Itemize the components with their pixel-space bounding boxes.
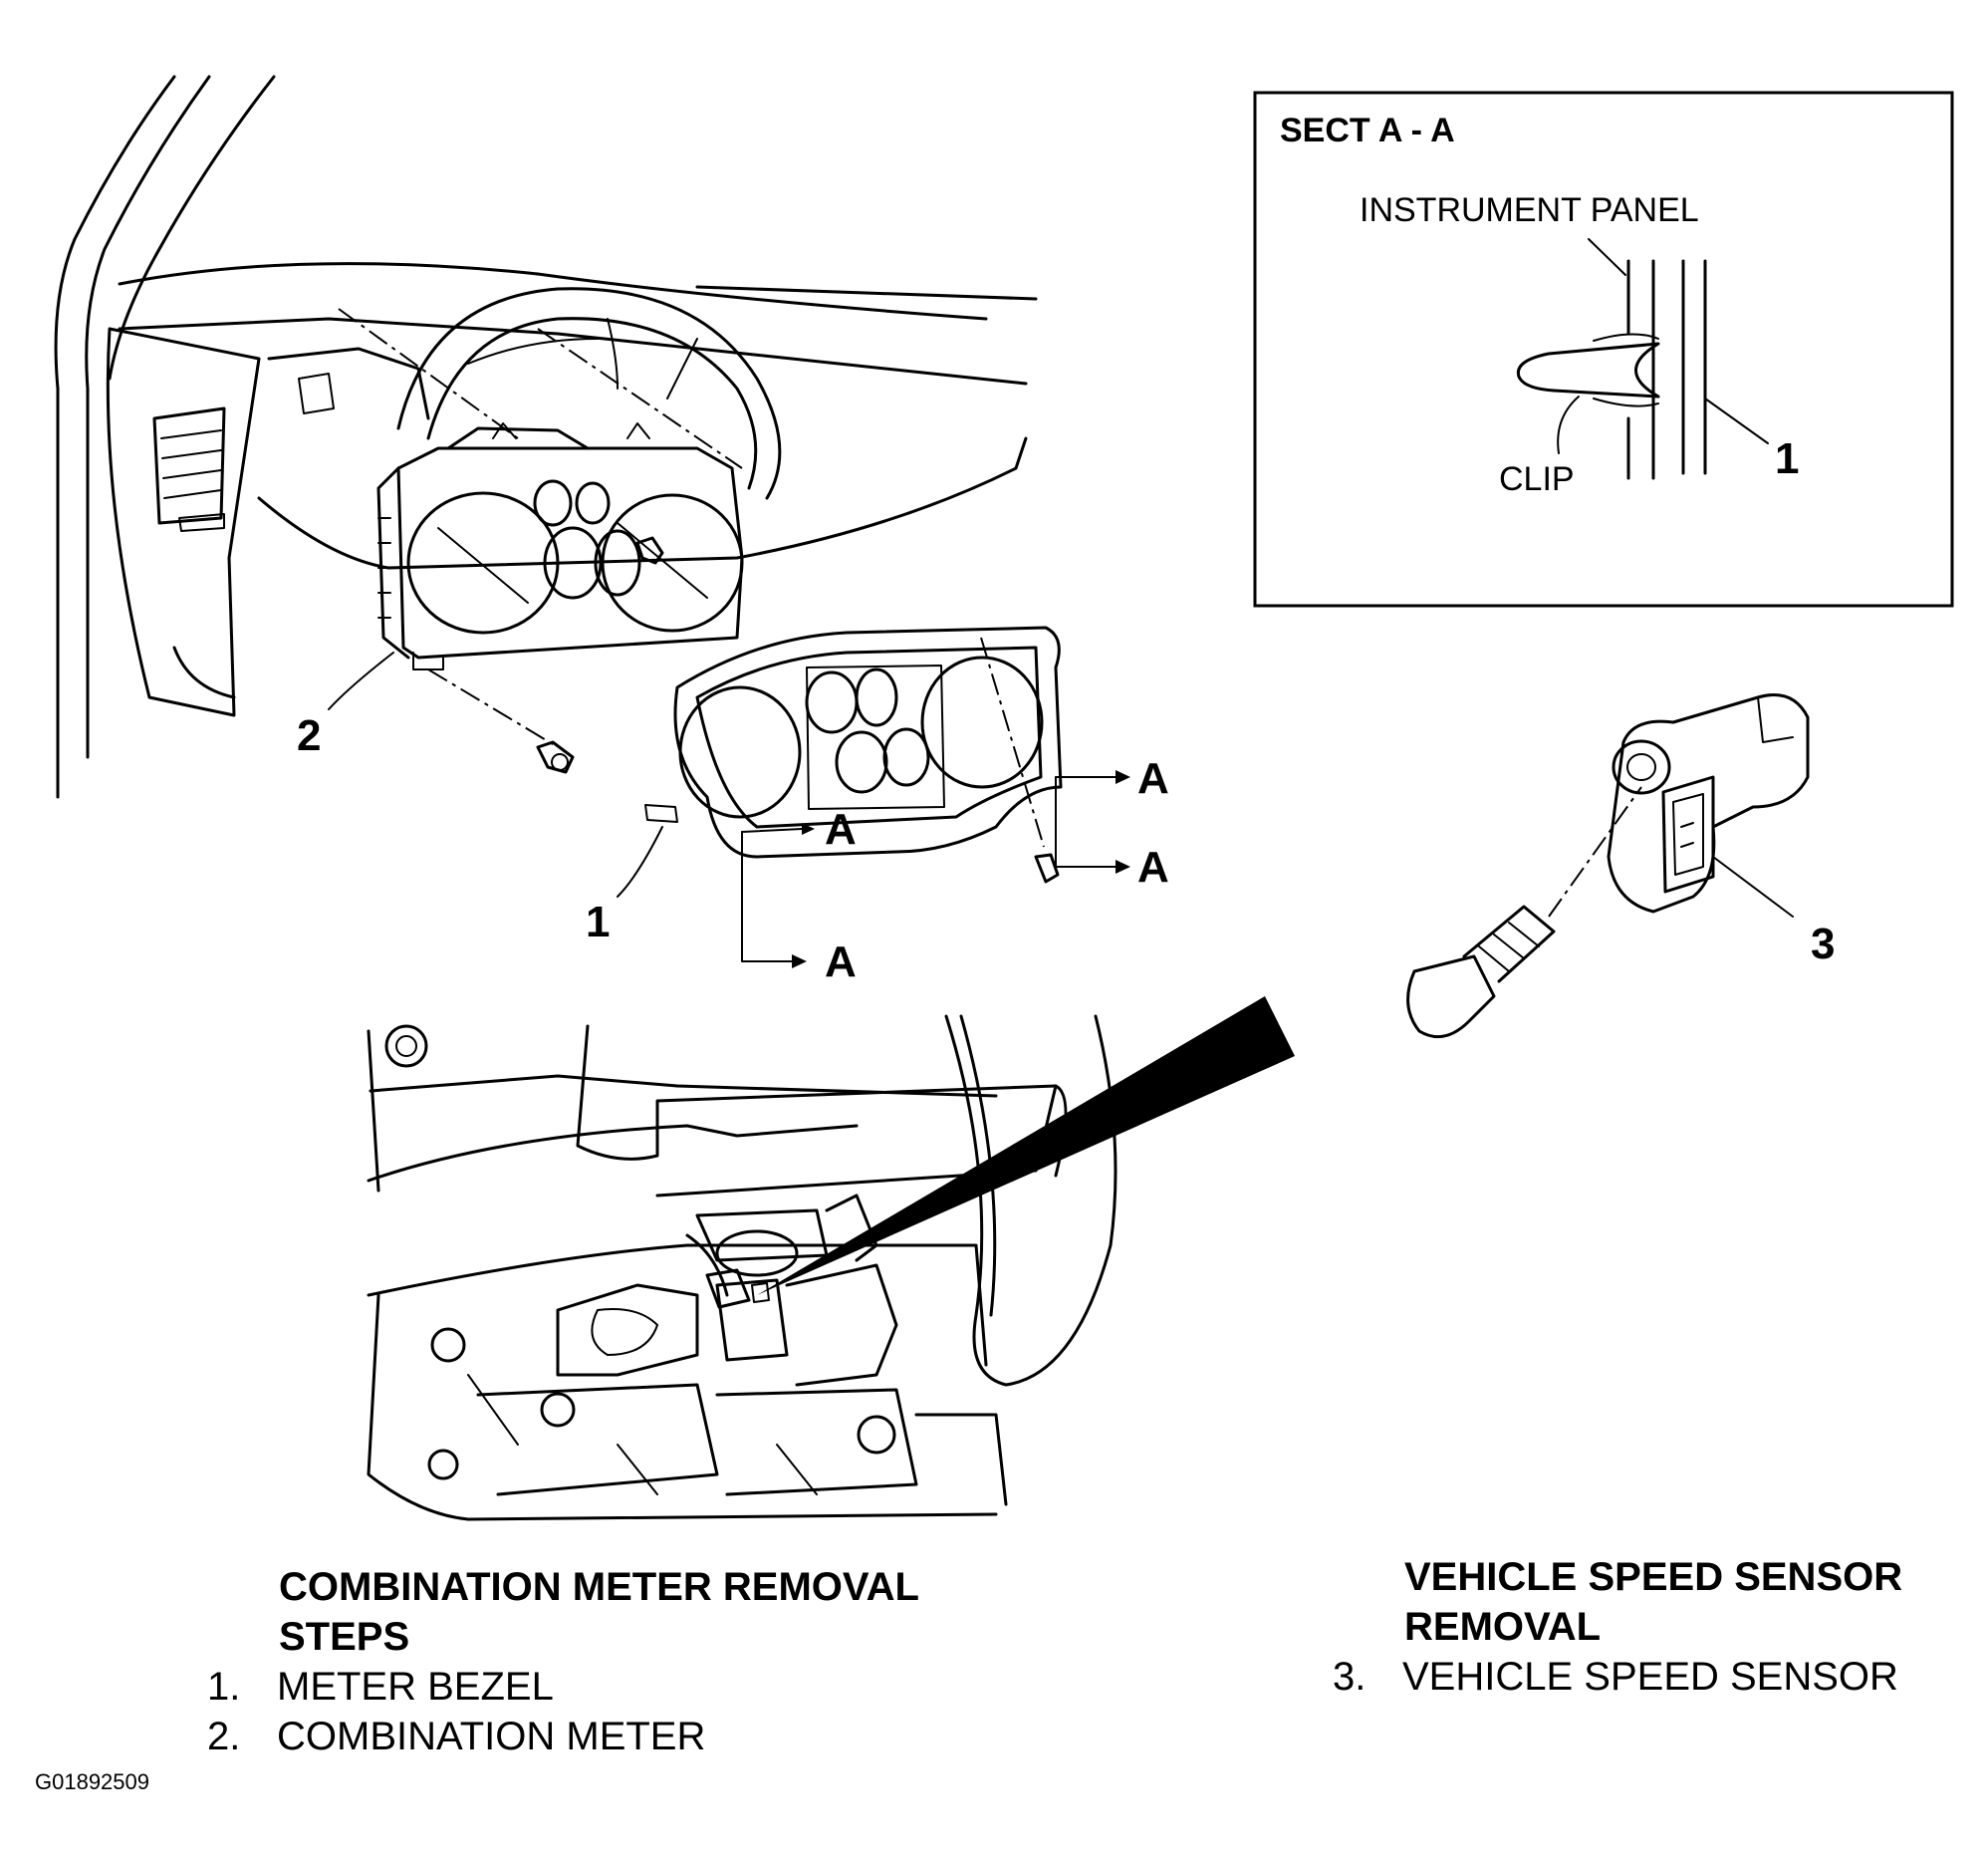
inset-callout-1: 1	[1775, 434, 1799, 483]
callout-2: 2	[297, 711, 321, 760]
step-label: VEHICLE SPEED SENSOR	[1402, 1655, 1898, 1699]
transmission-view	[367, 1014, 1118, 1521]
left-heading-line2: STEPS	[279, 1615, 410, 1659]
step-number: 2.	[207, 1715, 241, 1758]
left-step-item: 2. COMBINATION METER	[207, 1712, 705, 1761]
dashboard-illustration	[54, 75, 1038, 799]
step-number: 3.	[1333, 1655, 1367, 1699]
combination-meter	[376, 422, 744, 670]
right-step-item: 3. VEHICLE SPEED SENSOR	[1333, 1652, 1898, 1702]
detail-pointer	[757, 996, 1295, 1295]
callout-1: 1	[586, 898, 610, 946]
callout-3: 3	[1811, 920, 1835, 968]
section-a-markers: A A A A	[741, 754, 1169, 986]
section-a-mark-4: A	[1137, 843, 1169, 892]
right-heading-line1: VEHICLE SPEED SENSOR	[1404, 1555, 1903, 1599]
section-title: SECT A - A	[1280, 112, 1455, 149]
section-a-mark-1: A	[825, 805, 857, 854]
section-a-a-inset: SECT A - A INSTRUMENT PANEL CLIP 1	[1253, 91, 1954, 608]
step-number: 1.	[207, 1665, 241, 1709]
meter-bezel	[617, 626, 1063, 898]
right-heading-line2: REMOVAL	[1404, 1605, 1602, 1649]
vehicle-speed-sensor: 3	[1406, 693, 1835, 1039]
left-heading: COMBINATION METER REMOVAL STEPS	[279, 1562, 919, 1662]
figure-code: G01892509	[35, 1769, 149, 1794]
section-a-mark-2: A	[825, 937, 857, 986]
left-heading-line1: COMBINATION METER REMOVAL	[279, 1565, 919, 1609]
left-step-item: 1. METER BEZEL	[207, 1662, 554, 1712]
step-label: METER BEZEL	[277, 1665, 554, 1709]
clip-label: CLIP	[1499, 460, 1575, 498]
right-heading: VEHICLE SPEED SENSOR REMOVAL	[1404, 1552, 1902, 1652]
step-label: COMBINATION METER	[277, 1715, 706, 1758]
section-a-mark-3: A	[1137, 754, 1169, 803]
clip-shape	[1516, 342, 1660, 399]
instrument-panel-label: INSTRUMENT PANEL	[1360, 191, 1699, 229]
